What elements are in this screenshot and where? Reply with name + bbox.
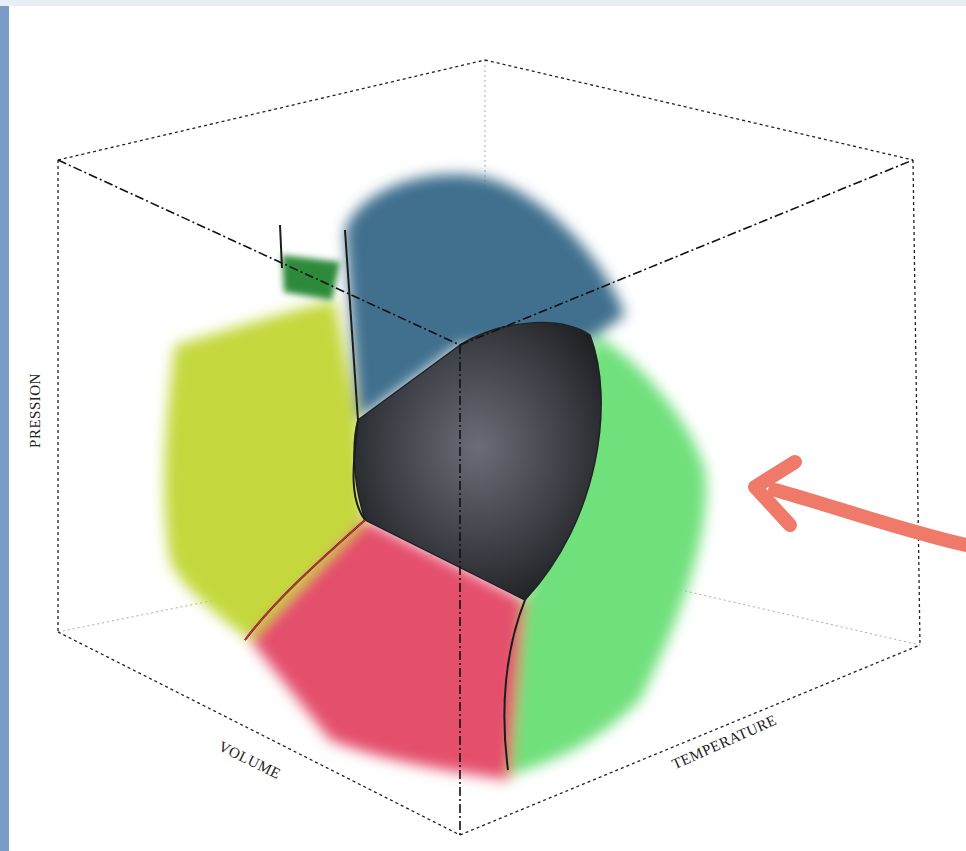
axis-label: PRESSION — [28, 373, 43, 448]
phase-boundaries — [245, 225, 525, 770]
hidden-edges — [58, 60, 920, 645]
side-bar — [0, 0, 9, 851]
pointer-arrow — [755, 462, 966, 545]
top-strip — [0, 0, 966, 6]
axis-label: TEMPERATURE — [670, 712, 779, 772]
coexistence-surface — [354, 323, 601, 600]
axis-label: VOLUME — [217, 739, 284, 782]
red-boundary — [245, 520, 365, 640]
small-region — [282, 255, 340, 300]
cube-edges — [58, 60, 920, 835]
phase-regions — [165, 174, 707, 780]
